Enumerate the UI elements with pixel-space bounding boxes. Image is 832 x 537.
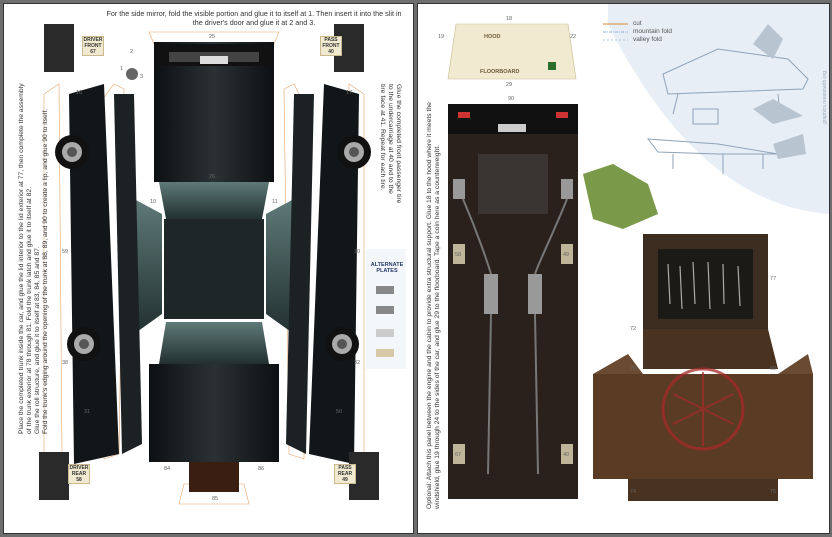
car-body-net — [39, 24, 406, 505]
fold-number: 74 — [630, 489, 637, 495]
legend-cut: cut — [633, 20, 642, 27]
fold-number: 69 — [770, 366, 777, 372]
fold-number: 77 — [770, 276, 777, 282]
fold-number: 90 — [508, 96, 515, 102]
fold-number: 75 — [770, 489, 777, 495]
fold-number: 16 — [76, 90, 83, 96]
fold-number: 25 — [209, 34, 216, 40]
roof-panel — [164, 219, 264, 319]
passenger-side-panel — [309, 84, 359, 464]
tire-instruction: Glue the completed front passenger tire … — [379, 84, 402, 204]
hood-label: HOOD — [484, 34, 501, 40]
fold-number: 85 — [212, 496, 219, 502]
small-box-net — [583, 164, 658, 229]
undercarriage-net — [447, 4, 829, 501]
fold-number: 17 — [346, 90, 353, 96]
mirror-instruction: For the side mirror, fold the visible po… — [106, 9, 402, 27]
fold-number: 22 — [570, 34, 577, 40]
fold-number: 40 — [563, 452, 570, 458]
fold-number: 32 — [354, 360, 361, 366]
rear-window — [159, 322, 269, 364]
fold-number: 1 — [120, 66, 124, 72]
papercraft-sheet-right: HOOD FLOORBOARD Optional: Attach this pa… — [417, 3, 830, 534]
fold-number: 11 — [272, 199, 278, 205]
alternate-plates-label: ALTERNATE PLATES — [370, 262, 404, 274]
fold-number: 67 — [455, 452, 462, 458]
fold-number: 18 — [506, 16, 513, 22]
fold-number: 72 — [630, 326, 637, 332]
fold-number: 31 — [84, 409, 91, 415]
fold-number: 29 — [506, 82, 513, 88]
windshield — [159, 182, 269, 219]
fold-number: 10 — [150, 199, 157, 205]
fold-number: 49 — [563, 252, 570, 258]
trunk-latch — [189, 462, 239, 492]
wheels — [55, 135, 371, 361]
fold-number: 30 — [354, 249, 361, 255]
fold-number: 86 — [258, 466, 265, 472]
watermark: graphics.reasonwith.org — [822, 70, 828, 124]
fold-number: 50 — [336, 409, 343, 415]
fold-number: 19 — [438, 34, 445, 40]
legend-valley-fold: valley fold — [633, 36, 662, 43]
floorboard-label: FLOORBOARD — [480, 69, 520, 75]
trunk-panel — [149, 364, 279, 462]
fold-number: 2 — [130, 49, 134, 55]
fold-number: 38 — [62, 360, 69, 366]
support-panel-instruction: Optional: Attach this panel between the … — [426, 102, 441, 509]
fold-number: 84 — [164, 466, 171, 472]
hood-floorboard-panel — [447, 23, 577, 80]
fold-number: 26 — [209, 174, 216, 180]
driver-side-panel — [69, 84, 119, 464]
fold-number: 70 — [630, 366, 637, 372]
fold-number: 3 — [140, 74, 144, 80]
fold-number: 58 — [455, 252, 462, 258]
legend-mountain-fold: mountain fold — [633, 28, 673, 35]
trunk-instruction: Place the completed trunk inside the car… — [18, 83, 49, 434]
papercraft-sheet-left: For the side mirror, fold the visible po… — [3, 3, 414, 534]
fold-number: 59 — [62, 249, 69, 255]
